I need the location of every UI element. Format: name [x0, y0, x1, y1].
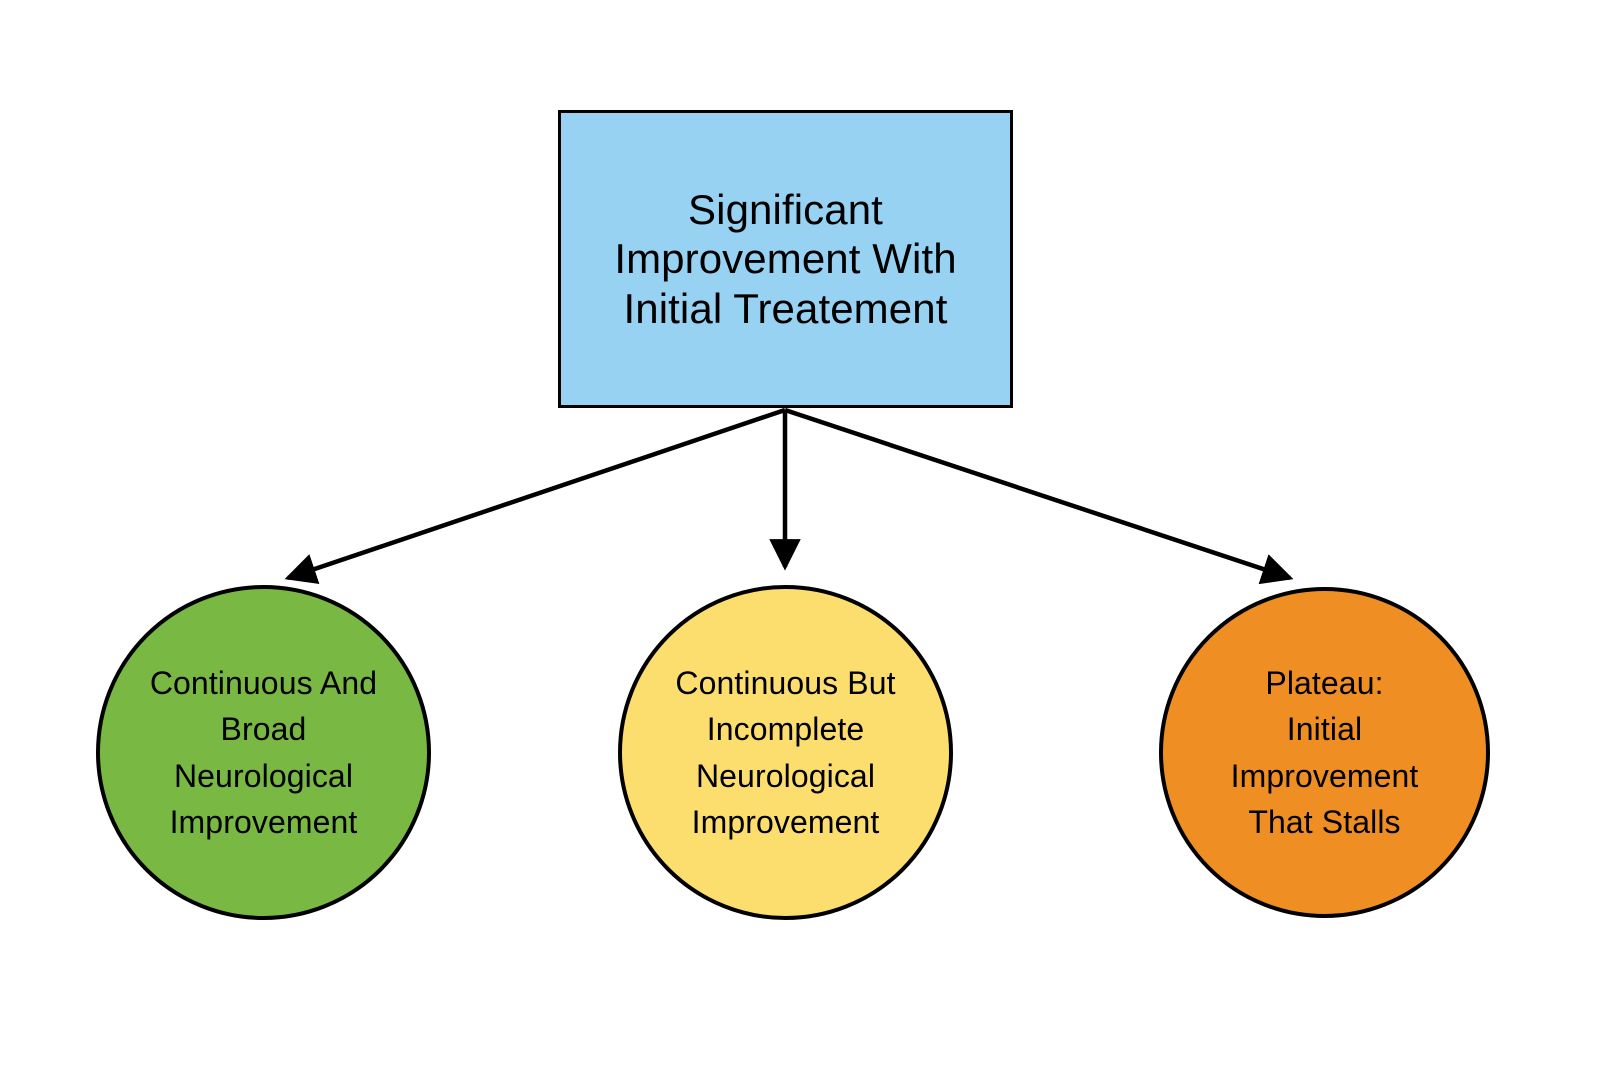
node-continuous-but-incomplete-neurological-improvement[interactable]: Continuous But Incomplete Neurological I…	[618, 585, 953, 920]
node-significant-improvement-with-initial-treatement[interactable]: Significant Improvement With Initial Tre…	[558, 110, 1013, 408]
node-orange-label: Plateau: Initial Improvement That Stalls	[1230, 664, 1419, 840]
edge-root-to-green	[284, 407, 786, 584]
node-root-label: Significant Improvement With Initial Tre…	[614, 185, 957, 332]
node-yellow-label: Continuous But Incomplete Neurological I…	[675, 664, 896, 840]
edge-root-to-orange	[784, 407, 1294, 585]
node-plateau-initial-improvement-that-stalls[interactable]: Plateau: Initial Improvement That Stalls	[1159, 587, 1490, 918]
node-continuous-and-broad-neurological-improvement[interactable]: Continuous And Broad Neurological Improv…	[96, 585, 431, 920]
node-green-label: Continuous And Broad Neurological Improv…	[149, 664, 378, 840]
